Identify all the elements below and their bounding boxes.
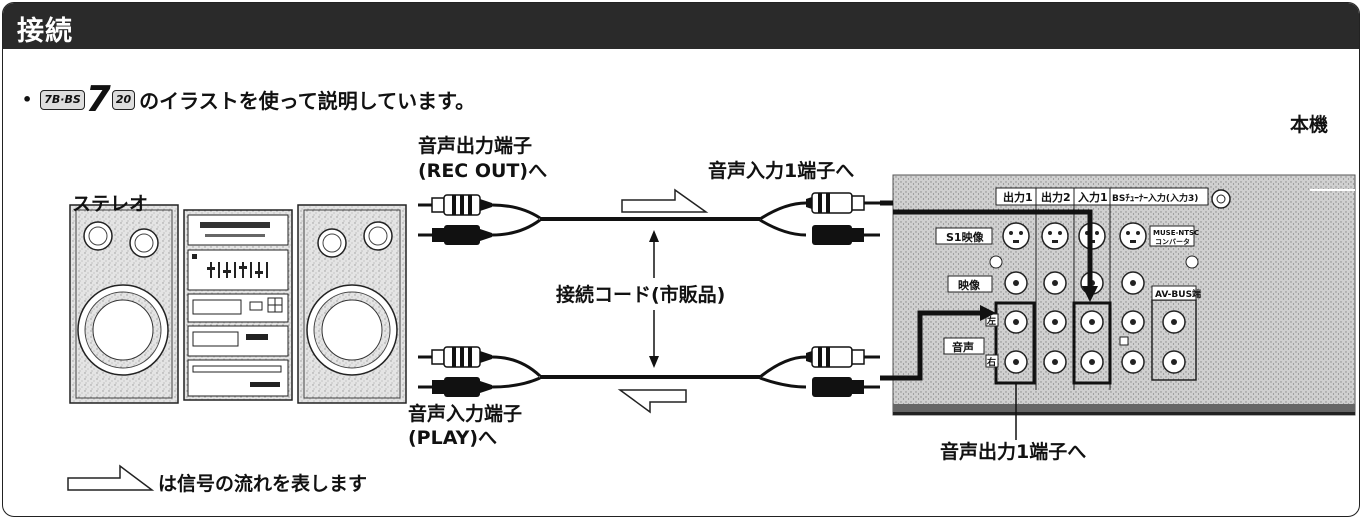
- panel-label-muse-2: コンバータ: [1155, 237, 1190, 246]
- model-badge-right: 20: [111, 89, 136, 110]
- panel-label-video: 映像: [958, 278, 981, 292]
- panel-label-avbus: AV-BUS端: [1155, 288, 1201, 300]
- model-badge-left: 7B·BS: [40, 89, 85, 110]
- section-header: 接続: [3, 3, 1359, 49]
- lower-right-plug-red: [812, 377, 880, 397]
- left-speaker: [69, 204, 179, 404]
- signal-flow-left-icon: [617, 389, 687, 414]
- audio-out-label-1: 音声出力端子: [418, 135, 533, 157]
- lower-right-plug-white: [806, 346, 880, 368]
- stereo-main-unit: [183, 209, 293, 401]
- stereo-label: ステレオ: [72, 193, 149, 215]
- audio-out1-label: 音声出力1端子へ: [940, 441, 1087, 463]
- panel-label-out1: 出力1: [1003, 190, 1033, 204]
- cable-label: 接続コード(市販品): [556, 284, 726, 306]
- lower-cable: [418, 346, 880, 397]
- audio-out-label-2: (REC OUT)へ: [418, 160, 548, 182]
- lower-left-plug-white: [418, 346, 492, 368]
- intro-text: のイラストを使って説明しています。: [139, 89, 476, 113]
- panel-label-muse-1: MUSE-NTSC: [1153, 229, 1199, 237]
- section-title: 接続: [17, 16, 73, 47]
- intro-line: • 7B·BS 7 20 のイラストを使って説明しています。: [22, 78, 476, 120]
- device-label: 本機: [1290, 114, 1329, 136]
- upper-cable-into-device: [880, 200, 1093, 290]
- panel-label-s1-video: S1映像: [946, 230, 985, 244]
- audio-in1-label: 音声入力1端子へ: [708, 160, 855, 182]
- stereo-illustration: [69, 204, 407, 404]
- panel-label-right: 右: [986, 356, 996, 368]
- bullet-icon: •: [22, 90, 33, 109]
- panel-label-bs-in3: BSﾁｭｰﾅｰ入力(入力3): [1112, 192, 1198, 204]
- panel-label-in1: 入力1: [1078, 190, 1108, 204]
- upper-right-plug-red: [812, 225, 880, 245]
- panel-label-out2: 出力2: [1041, 190, 1071, 204]
- model-badge: 7B·BS 7 20: [40, 78, 136, 120]
- audio-in-label-1: 音声入力端子: [408, 403, 523, 425]
- model-badge-number: 7: [85, 78, 111, 120]
- lower-left-plug-red: [418, 377, 492, 397]
- signal-flow-right-icon: [621, 188, 709, 213]
- upper-cable: [418, 192, 880, 245]
- audio-in-label-2: (PLAY)へ: [408, 427, 498, 449]
- panel-label-audio: 音声: [952, 340, 974, 354]
- lower-cable-into-device: [880, 310, 984, 381]
- upper-left-plug-red: [418, 225, 492, 245]
- legend-arrow-icon: [67, 464, 155, 491]
- upper-left-plug-white: [418, 194, 492, 216]
- right-speaker: [297, 204, 407, 404]
- legend-text: は信号の流れを表します: [158, 473, 368, 495]
- panel-label-left: 左: [986, 315, 996, 327]
- cable-pointer: [649, 230, 659, 368]
- upper-right-plug-white: [806, 192, 880, 214]
